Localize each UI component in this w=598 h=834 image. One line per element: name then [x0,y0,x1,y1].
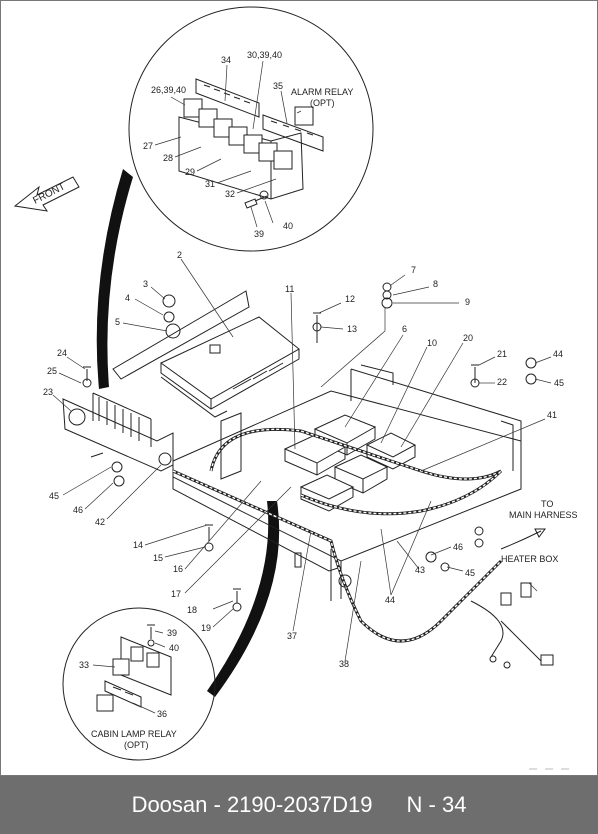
cabin-lamp-relay-opt-label: (OPT) [124,740,149,750]
label-6: 6 [402,324,407,334]
label-14: 14 [133,540,143,550]
label-40-top: 40 [283,221,293,231]
label-30-39-40: 30,39,40 [247,50,282,60]
label-27: 27 [143,141,153,151]
footer-brand-part-number: Doosan - 2190-2037D19 [131,792,373,817]
label-20: 20 [463,333,473,343]
label-32: 32 [225,189,235,199]
label-46-left: 46 [73,505,83,515]
label-44-right: 44 [553,349,563,359]
front-arrow-icon: FRONT [13,176,80,212]
label-39-bottom: 39 [167,628,177,638]
label-18: 18 [187,605,197,615]
label-12: 12 [345,294,355,304]
page-footer: Doosan - 2190-2037D19 N - 34 [0,776,598,834]
label-45-left: 45 [49,491,59,501]
label-35: 35 [273,81,283,91]
label-41: 41 [547,410,557,420]
detail-circle-bottom: 39 40 33 36 CABIN LAMP RELAY (OPT) [62,607,216,761]
label-40-bottom: 40 [169,643,179,653]
label-45-right: 45 [554,378,564,388]
label-26-39-40: 26,39,40 [151,85,186,95]
label-5: 5 [115,317,120,327]
label-42: 42 [95,517,105,527]
label-19: 19 [201,623,211,633]
alarm-relay-label: ALARM RELAY [291,87,353,97]
label-44-bottom: 44 [385,595,395,605]
cabin-lamp-relay-label: CABIN LAMP RELAY [91,729,177,739]
label-23: 23 [43,387,53,397]
label-45-bottom: 45 [465,568,475,578]
label-15: 15 [153,553,163,563]
label-34: 34 [221,55,231,65]
front-label: FRONT [31,181,67,206]
main-assembly: 2 3 4 5 7 8 9 11 12 13 6 10 20 21 22 44 … [43,250,578,669]
label-8: 8 [433,279,438,289]
label-43: 43 [415,565,425,575]
callout-arrow-top [96,169,133,389]
label-7: 7 [411,265,416,275]
label-17: 17 [171,589,181,599]
alarm-relay-opt-label: (OPT) [310,98,335,108]
label-2: 2 [177,250,182,260]
label-28: 28 [163,153,173,163]
label-38: 38 [339,659,349,669]
label-3: 3 [143,279,148,289]
label-39-top: 39 [254,229,264,239]
parts-diagram: 34 30,39,40 26,39,40 35 ALARM RELAY (OPT… [0,0,598,776]
label-13: 13 [347,324,357,334]
label-31: 31 [205,179,215,189]
label-46-right: 46 [453,542,463,552]
heater-box-label: HEATER BOX [501,554,558,564]
label-16: 16 [173,564,183,574]
label-37: 37 [287,631,297,641]
callout-arrow-bottom [207,501,280,697]
detail-circle-top: 34 30,39,40 26,39,40 35 ALARM RELAY (OPT… [128,6,374,252]
label-9: 9 [465,297,470,307]
label-25: 25 [47,366,57,376]
label-4: 4 [125,293,130,303]
label-10: 10 [427,338,437,348]
label-22: 22 [497,377,507,387]
footer-page-number: N - 34 [406,792,467,817]
label-11: 11 [285,284,294,294]
to-main-harness-line2: MAIN HARNESS [509,510,578,520]
exploded-view-drawing: 34 30,39,40 26,39,40 35 ALARM RELAY (OPT… [13,6,578,770]
label-21: 21 [497,349,507,359]
label-24: 24 [57,348,67,358]
label-33: 33 [79,660,89,670]
label-29: 29 [185,167,195,177]
label-36: 36 [157,709,167,719]
to-main-harness-line1: TO [541,499,553,509]
